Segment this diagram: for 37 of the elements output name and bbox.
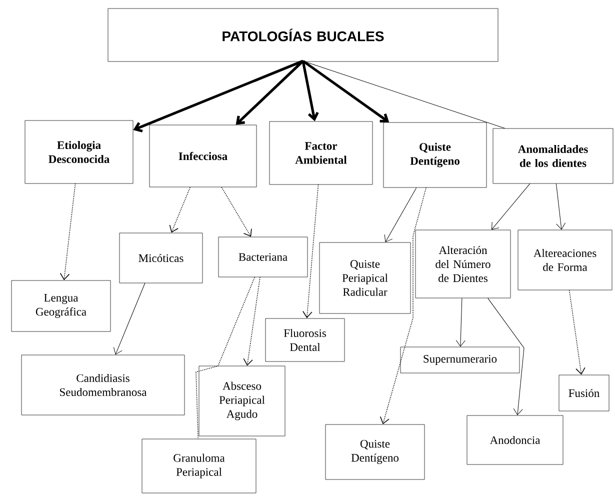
- arrow: [302, 60, 390, 123]
- arrow: [60, 183, 76, 280]
- category-box: Anomalidades de los dientes: [492, 128, 614, 184]
- item-box: Supernumerario: [400, 346, 520, 374]
- item-box: Candidiasis Seudomembranosa: [21, 354, 185, 416]
- item-box: Granuloma Periapical: [142, 438, 256, 494]
- item-box: Absceso Periapical Agudo: [198, 366, 286, 436]
- item-box: Micóticas: [119, 232, 203, 284]
- item-box: Alteración del Número de Dientes: [415, 230, 511, 298]
- arrow: [568, 290, 586, 375]
- item-box: Anodoncia: [466, 415, 564, 465]
- item-box: Lengua Geográfica: [11, 280, 111, 332]
- arrow: [491, 183, 530, 230]
- arrow: [302, 60, 319, 122]
- category-box: Etiologia Desconocida: [24, 120, 134, 184]
- arrow: [556, 183, 566, 230]
- arrow: [169, 186, 191, 233]
- category-box: Quiste Dentígeno: [383, 122, 487, 188]
- arrow: [133, 60, 304, 132]
- arrow: [380, 187, 427, 424]
- item-box: Bacteriana: [218, 236, 308, 278]
- arrow: [113, 282, 146, 355]
- arrow: [384, 187, 417, 242]
- item-box: Fusión: [558, 374, 610, 412]
- category-box: Infecciosa: [149, 124, 257, 188]
- category-box: Factor Ambiental: [269, 121, 373, 185]
- item-box: Altereaciones de Forma: [518, 230, 612, 290]
- arrow: [221, 186, 252, 237]
- arrow: [456, 298, 466, 347]
- item-box: Quiste Periapical Radicular: [319, 242, 411, 314]
- arrow: [488, 298, 524, 416]
- arrow: [243, 276, 260, 366]
- item-box: Quiste Dentígeno: [325, 424, 425, 480]
- arrow: [236, 60, 304, 125]
- arrow: [302, 184, 319, 318]
- title-box: PATOLOGÍAS BUCALES: [108, 8, 498, 62]
- item-box: Fluorosis Dental: [265, 318, 345, 362]
